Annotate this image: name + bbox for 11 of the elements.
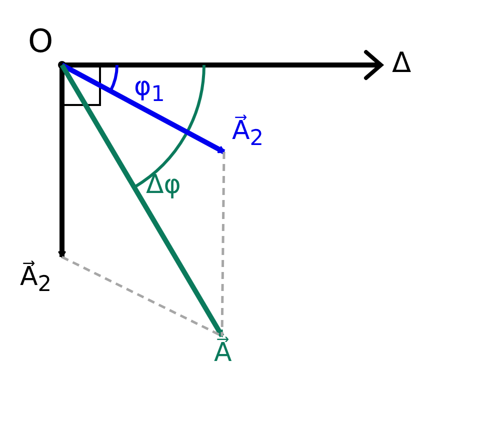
angle-label: Δφ [146, 170, 181, 202]
vector-arrow [60, 64, 224, 338]
vector-label: A⃗$_{2}$ [232, 116, 264, 152]
dashed-line [220, 152, 226, 336]
origin-label: O [28, 22, 54, 60]
vector-arrow [60, 62, 226, 154]
vector-label: A⃗ [214, 338, 232, 370]
vector-label: A⃗$_{2}$ [20, 262, 52, 298]
axis-label: Δ [392, 46, 412, 80]
vector-arrow [58, 65, 66, 258]
angle-label: φ$_{1}$ [134, 72, 165, 108]
